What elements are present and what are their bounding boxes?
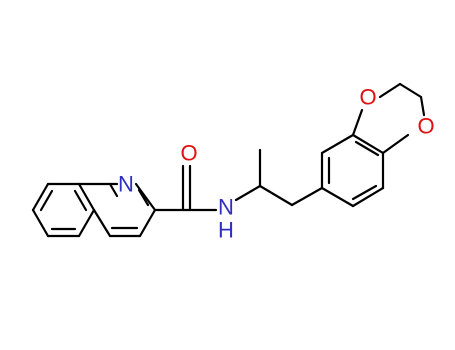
- bond: [398, 82, 423, 99]
- amide-linkage: [153, 148, 324, 212]
- bond: [290, 186, 324, 207]
- bond: [77, 208, 96, 238]
- bond: [234, 184, 262, 202]
- bond: [351, 133, 385, 155]
- benzodioxole-benzene-ring: [320, 133, 385, 208]
- amide-hydrogen-label: H: [218, 218, 234, 243]
- carbonyl-oxygen-label: O: [180, 141, 197, 166]
- ring-nitrogen-label: N: [118, 172, 134, 197]
- double-bond-inner: [73, 189, 88, 212]
- dioxole-ring: [351, 82, 426, 155]
- bond: [381, 133, 410, 155]
- quinoline-benzo-ring: [31, 182, 96, 238]
- bond: [320, 133, 355, 155]
- bond: [351, 186, 385, 208]
- double-bond-inner: [39, 189, 54, 212]
- bond: [31, 208, 50, 238]
- bond: [258, 184, 294, 207]
- bond: [419, 95, 426, 117]
- bond: [351, 108, 364, 137]
- bond: [31, 182, 50, 212]
- bond: [320, 186, 355, 208]
- dioxole-oxygen-top-label: O: [359, 85, 376, 110]
- double-bond-inner: [137, 188, 150, 207]
- bond: [134, 182, 157, 212]
- double-bond-inner: [351, 184, 378, 201]
- amide-nitrogen-label: N: [218, 195, 234, 220]
- quinoline-pyridine-ring: [77, 182, 157, 238]
- bond: [108, 182, 119, 198]
- double-bond-inner: [354, 140, 380, 157]
- atom-labels: N O N H O O: [118, 85, 435, 243]
- bond: [138, 208, 157, 238]
- bond: [77, 182, 96, 212]
- bond: [378, 82, 402, 99]
- dioxole-oxygen-right-label: O: [417, 114, 434, 139]
- bond: [92, 208, 112, 238]
